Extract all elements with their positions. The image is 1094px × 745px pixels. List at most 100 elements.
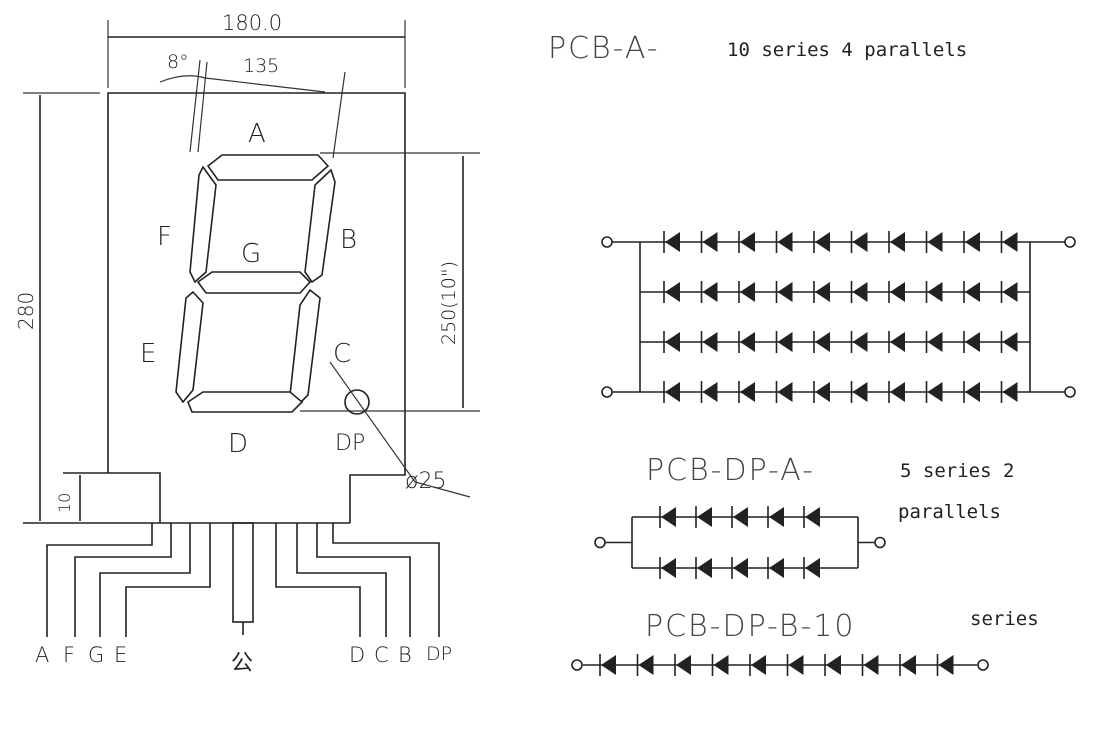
diode-icon: [890, 382, 905, 402]
segment-dp: [344, 389, 370, 415]
diode-icon: [965, 382, 980, 402]
segments: A B C D E F G DP ø25: [140, 119, 471, 498]
diode-icon: [927, 282, 943, 302]
diode-icon: [769, 507, 784, 527]
diode-icon: [751, 655, 766, 675]
diode-icon: [1002, 332, 1018, 352]
terminal-icon: [571, 659, 583, 671]
diode-icon: [740, 382, 755, 402]
dim-angle-label: 8°: [167, 51, 189, 73]
circuit-pcb-dp-a: PCB-DP-A- 5 series 2 parallels: [594, 453, 1014, 579]
diode-icon: [777, 282, 793, 302]
diode-icon: [638, 655, 654, 675]
segment-c: [289, 288, 321, 407]
diode-icon: [702, 282, 718, 302]
segment-d: [187, 391, 304, 413]
diode-icon: [890, 232, 905, 252]
diode-icon: [805, 507, 820, 527]
diode-icon: [697, 507, 712, 527]
pin-label-dp: DP: [426, 643, 452, 665]
segment-label-f: F: [157, 222, 172, 252]
diode-icon: [826, 655, 841, 675]
segment-a: [206, 154, 330, 181]
pin-label-d: D: [349, 643, 365, 667]
diode-icon: [927, 332, 943, 352]
circuit-desc: 10 series 4 parallels: [727, 39, 967, 61]
segment-e: [175, 290, 204, 404]
diode-icon: [665, 232, 680, 252]
diode-icon: [815, 382, 830, 402]
diode-icon: [890, 282, 905, 302]
segment-label-d: D: [228, 429, 248, 459]
diode-icon: [852, 332, 868, 352]
terminal-icon: [1064, 386, 1076, 398]
height-dimension: 280 10: [14, 92, 100, 521]
diode-icon: [777, 232, 793, 252]
segment-label-g: G: [241, 239, 261, 269]
diode-icon: [740, 282, 755, 302]
dim-pin-offset-label: 10: [55, 493, 74, 513]
pin-label-a: A: [35, 643, 49, 667]
diode-icon: [702, 332, 718, 352]
diode-icon: [815, 332, 830, 352]
diode-icon: [890, 332, 905, 352]
display-body: [23, 92, 406, 524]
diode-icon: [927, 382, 943, 402]
circuit-pcb-dp-b: PCB-DP-B-10 series: [571, 608, 1039, 676]
diode-icon: [852, 282, 868, 302]
diode-icon: [965, 282, 980, 302]
diode-icon: [733, 558, 748, 578]
pin-label-g: G: [88, 643, 104, 667]
pin-label-b: B: [398, 643, 412, 667]
diode-icon: [702, 232, 718, 252]
circuit-title: PCB-DP-A-: [646, 453, 815, 488]
diode-icon: [676, 655, 691, 675]
dim-height-label: 280: [14, 292, 38, 330]
pin-label-c: C: [374, 643, 389, 667]
circuit-title: PCB-DP-B-10: [645, 609, 855, 644]
pins: A F G E 公 D C B DP: [35, 522, 452, 676]
segment-label-dp: DP: [335, 431, 365, 456]
diode-icon: [777, 382, 793, 402]
diode-icon: [927, 232, 943, 252]
diode-icon: [702, 382, 718, 402]
dim-digit-height-label: 250(10"): [438, 261, 460, 345]
diode-icon: [733, 507, 748, 527]
diode-icon: [740, 232, 755, 252]
digit-height-dimension: 250(10"): [300, 152, 480, 412]
circuit-pcb-a: PCB-A- 10 series 4 parallels: [548, 31, 1076, 403]
diode-icon: [661, 558, 676, 578]
diode-icon: [815, 282, 830, 302]
width-dimension: 180.0: [107, 11, 406, 88]
terminal-icon: [594, 536, 606, 549]
circuit-desc: 5 series 2: [900, 460, 1014, 482]
diode-icon: [740, 332, 755, 352]
circuit-title: PCB-A-: [548, 31, 660, 66]
diode-icon: [713, 655, 729, 675]
terminal-icon: [977, 659, 989, 671]
terminal-icon: [601, 386, 613, 398]
diode-icon: [661, 507, 676, 527]
diode-icon: [965, 232, 980, 252]
diode-icon: [697, 558, 712, 578]
circuit-desc-2: parallels: [898, 501, 1001, 523]
dim-dp-label: ø25: [405, 469, 446, 494]
pin-label-f: F: [63, 643, 75, 667]
segment-label-a: A: [248, 119, 266, 149]
diode-icon: [1002, 382, 1018, 402]
diode-icon: [665, 282, 680, 302]
diode-icon: [777, 332, 793, 352]
dim-digit-width-label: 135: [243, 55, 279, 77]
diode-icon: [901, 655, 916, 675]
diode-icon: [805, 558, 820, 578]
pin-label-e: E: [114, 643, 127, 667]
diode-icon: [863, 655, 879, 675]
segment-b: [304, 168, 336, 284]
diode-icon: [665, 332, 680, 352]
pin-label-common: 公: [231, 651, 253, 676]
diode-icon: [938, 655, 954, 675]
circuit-desc: series: [970, 608, 1039, 630]
diode-icon: [1002, 232, 1018, 252]
diode-icon: [815, 232, 830, 252]
